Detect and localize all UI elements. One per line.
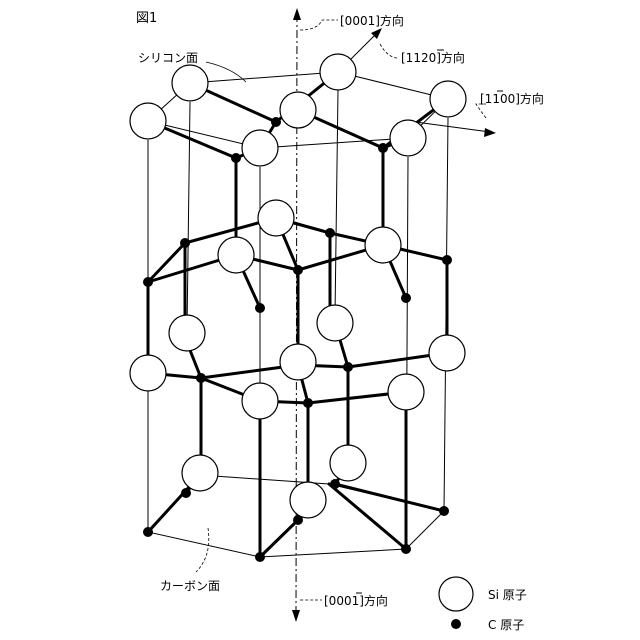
- silicon-atom: [320, 54, 356, 90]
- silicon-atom: [242, 130, 278, 166]
- dir-1100-leader: [476, 104, 486, 118]
- dir-1100-label: [1100]方向: [480, 91, 544, 106]
- silicon-atom: [280, 344, 316, 380]
- carbon-atom: [271, 117, 281, 127]
- silicon-atom: [172, 65, 208, 101]
- silicon-atom: [290, 482, 326, 518]
- silicon-atom: [130, 103, 166, 139]
- carbon-atom: [293, 265, 303, 275]
- carbon-atom: [143, 277, 153, 287]
- dir-1100-arrowhead: [484, 128, 496, 137]
- carbon-atom: [343, 362, 353, 372]
- carbon-atom: [330, 479, 340, 489]
- silicon-atom: [258, 200, 294, 236]
- carbon-atom: [303, 398, 313, 408]
- silicon-atom: [280, 92, 316, 128]
- legend: Si 原子 C 原子: [439, 577, 527, 632]
- carbon-face-label: カーボン面: [160, 579, 220, 593]
- carbon-atom: [401, 544, 411, 554]
- carbon-face-leader: [196, 528, 209, 572]
- dir-0001-leader: [300, 20, 338, 30]
- silicon-atom: [430, 81, 466, 117]
- legend-c-symbol: [451, 619, 461, 629]
- legend-si-symbol: [439, 577, 473, 611]
- dir-000-1-label: [0001]方向: [324, 593, 388, 608]
- carbon-atom: [439, 506, 449, 516]
- c-axis-up-arrowhead: [293, 8, 301, 20]
- c-axis-down-arrowhead: [292, 610, 300, 622]
- legend-c-label: C 原子: [488, 618, 524, 632]
- dir-1120-leader: [380, 44, 398, 58]
- silicon-face-label: シリコン面: [138, 51, 198, 65]
- silicon-atom: [182, 455, 218, 491]
- figure-label: 図1: [136, 11, 157, 26]
- silicon-atom: [130, 355, 166, 391]
- silicon-atom: [242, 383, 278, 419]
- silicon-atom: [169, 315, 205, 351]
- carbon-atom: [231, 153, 241, 163]
- carbon-atom: [255, 552, 265, 562]
- carbon-atom: [180, 238, 190, 248]
- silicon-atom: [429, 335, 465, 371]
- dir-0001-label: [0001]方向: [340, 13, 404, 28]
- carbon-atom: [181, 488, 191, 498]
- silicon-atom: [330, 445, 366, 481]
- silicon-atom: [388, 374, 424, 410]
- silicon-atom: [365, 227, 401, 263]
- carbon-atom: [143, 527, 153, 537]
- legend-si-label: Si 原子: [488, 588, 527, 602]
- carbon-atom: [196, 373, 206, 383]
- silicon-atom: [390, 120, 426, 156]
- carbon-atom: [378, 143, 388, 153]
- carbon-atom: [401, 293, 411, 303]
- carbon-atom: [255, 303, 265, 313]
- carbon-atom: [325, 228, 335, 238]
- silicon-atom: [218, 237, 254, 273]
- carbon-atom: [442, 255, 452, 265]
- silicon-atom: [317, 305, 353, 341]
- dir-1120-label: [1120]方向: [401, 50, 465, 65]
